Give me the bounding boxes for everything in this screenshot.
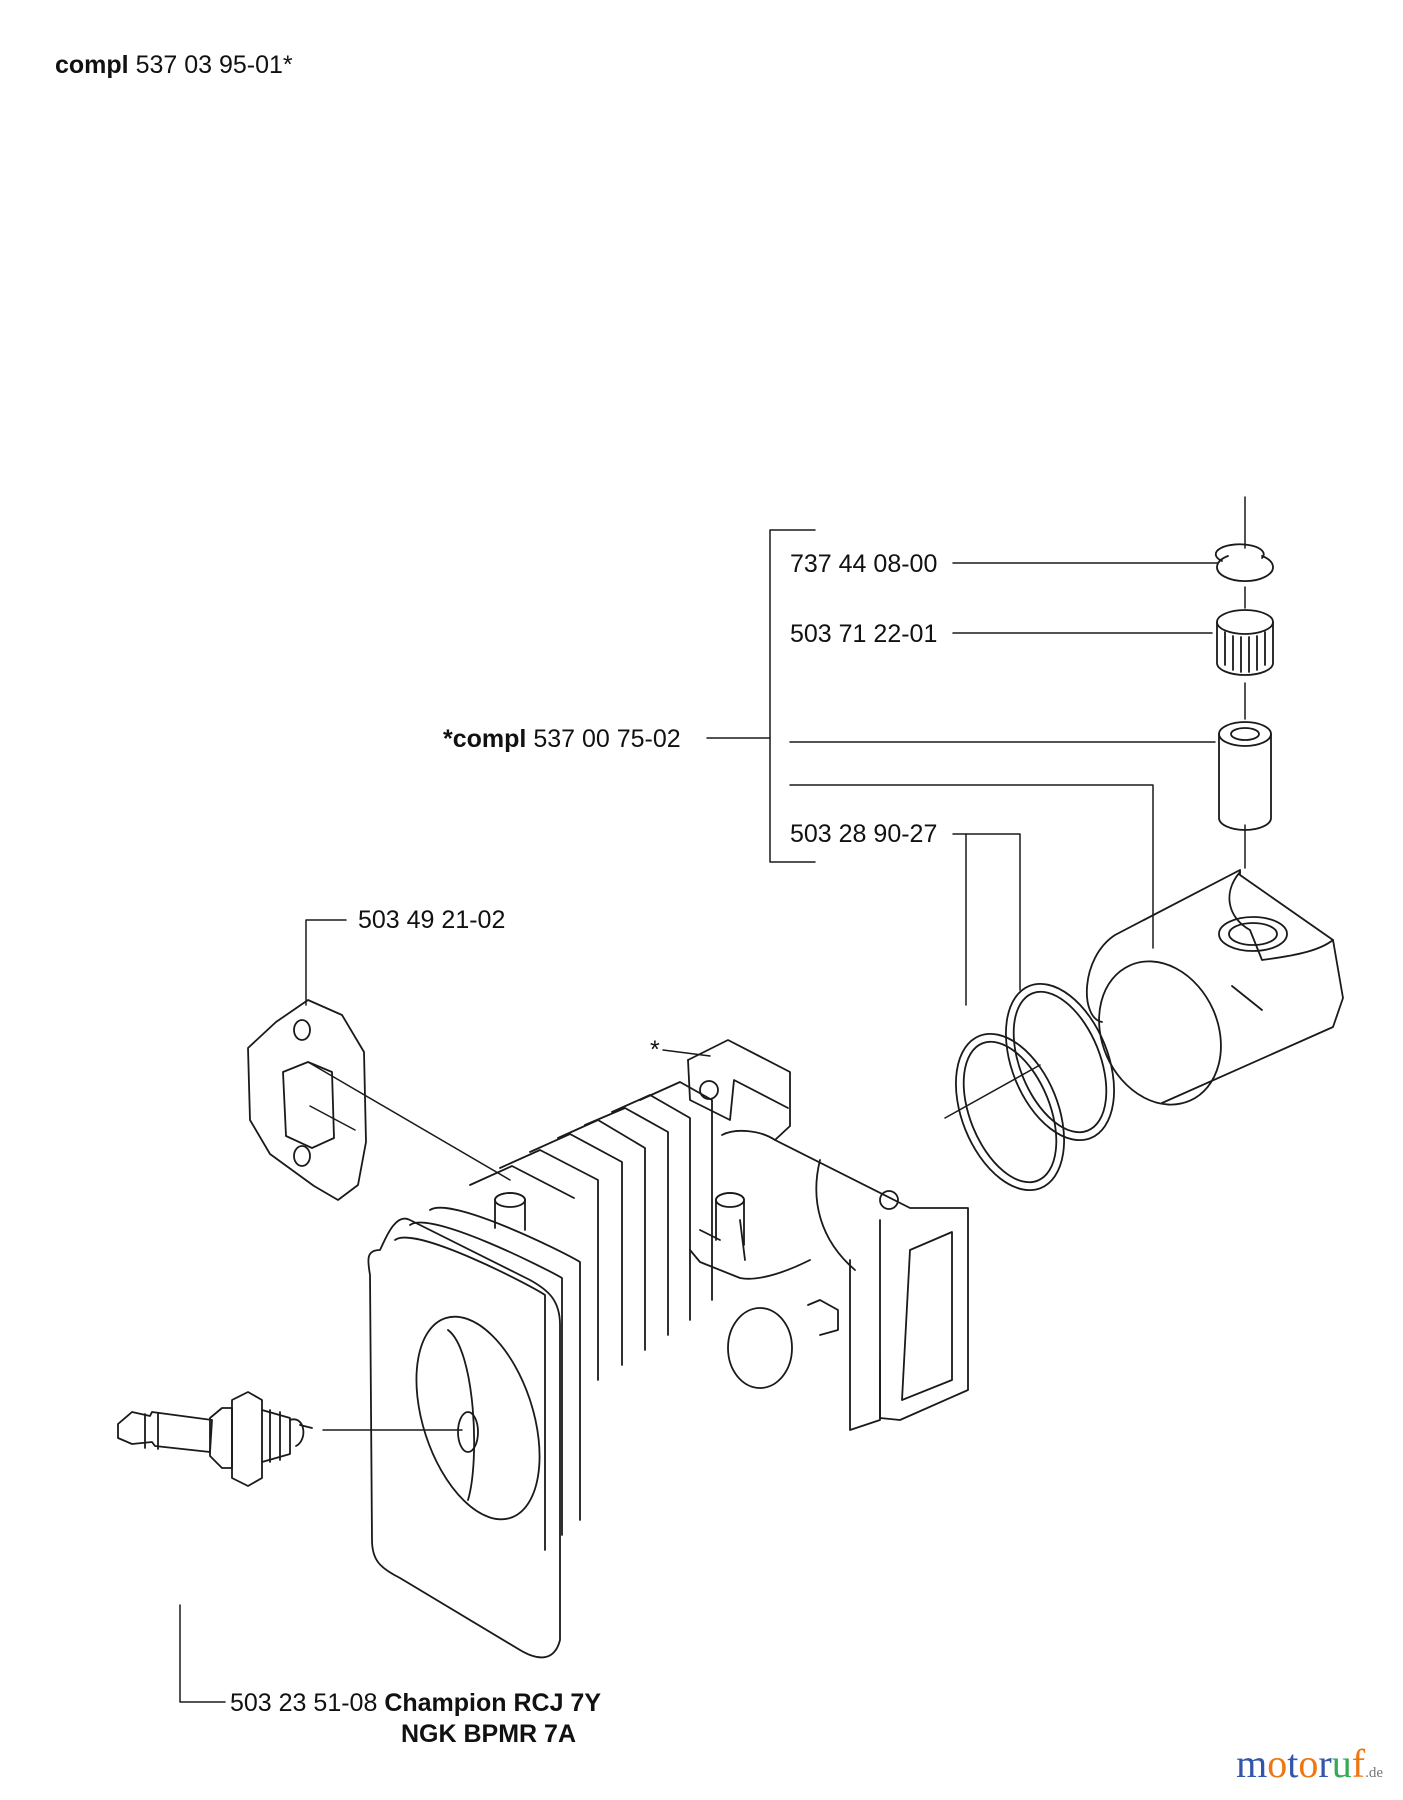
label-piston-kit-number: 537 00 75-02 (533, 725, 681, 753)
label-piston-kit: *compl 537 00 75-02 (443, 727, 681, 752)
piston-rings-part (935, 968, 1135, 1206)
page-title-number: 537 03 95-01* (135, 51, 293, 79)
cylinder-part (368, 1040, 968, 1657)
label-gasket: 503 49 21-02 (358, 906, 506, 934)
label-spark-plug-number: 503 23 51-08 (230, 1689, 378, 1717)
needle-bearing-part (1217, 610, 1273, 675)
watermark-text: motoruf (1236, 1741, 1365, 1786)
label-circlip: 737 44 08-00 (790, 550, 938, 578)
page-title: compl 537 03 95-01* (55, 53, 293, 78)
label-piston-kit-prefix: *compl (443, 725, 527, 753)
watermark-letter: o (1298, 1741, 1319, 1786)
leader-lines (180, 497, 1245, 1702)
label-spark-plug: 503 23 51-08 Champion RCJ 7Y (230, 1691, 601, 1716)
watermark-letter: u (1331, 1741, 1352, 1786)
label-spark-plug-brand-1: Champion RCJ 7Y (384, 1689, 602, 1717)
label-piston-ring: 503 28 90-27 (790, 820, 938, 848)
watermark-letter: r (1318, 1741, 1332, 1786)
watermark-letter: o (1267, 1741, 1288, 1786)
piston-pin-part (1219, 722, 1271, 830)
page-title-prefix: compl (55, 51, 129, 79)
watermark-logo: motoruf.de (1236, 1744, 1383, 1784)
spark-plug-part (118, 1392, 312, 1486)
watermark-letter: t (1287, 1741, 1299, 1786)
piston-part (1077, 870, 1343, 1124)
circlip-part (1216, 544, 1273, 581)
watermark-letter: f (1351, 1741, 1366, 1786)
watermark-suffix: .de (1365, 1765, 1383, 1781)
watermark-letter: m (1236, 1741, 1268, 1786)
label-needle-bearing: 503 71 22-01 (790, 620, 938, 648)
label-cylinder-marker: * (650, 1036, 660, 1064)
label-spark-plug-alt: NGK BPMR 7A (401, 1720, 577, 1748)
gasket-part (248, 1000, 366, 1200)
